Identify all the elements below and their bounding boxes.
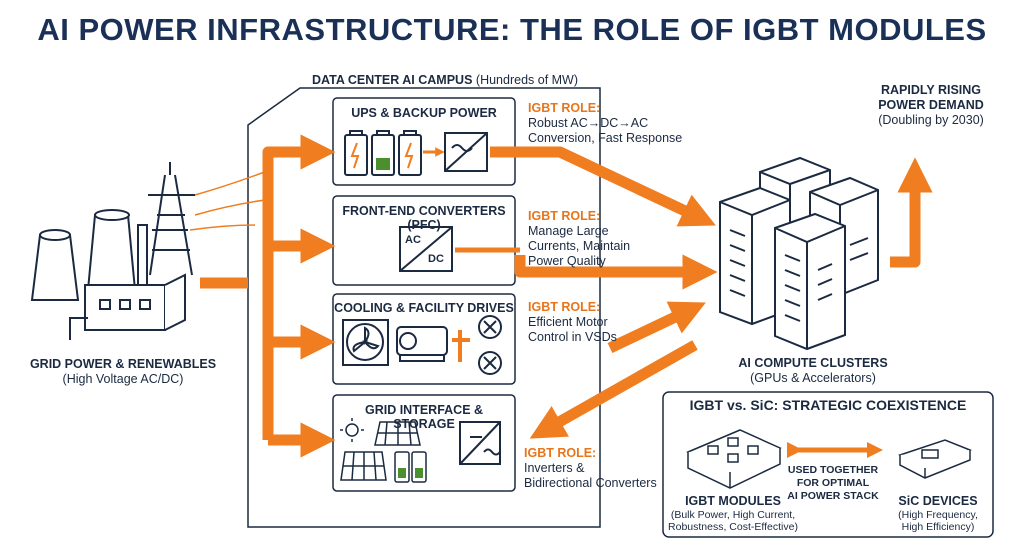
- flow-arrows: [200, 134, 933, 458]
- grid-subtitle: (High Voltage AC/DC): [62, 372, 184, 386]
- comparison-middle-line1: USED TOGETHER: [787, 464, 879, 476]
- comparison-middle-line3: AI POWER STACK: [787, 490, 879, 502]
- igbt-line1: (Bulk Power, High Current,: [670, 509, 796, 521]
- solar-panel-icon: [340, 418, 427, 483]
- role-grid-line1: Inverters &: [524, 461, 585, 475]
- comparison-middle: USED TOGETHER FOR OPTIMAL AI POWER STACK: [778, 464, 888, 503]
- role-ups-label: IGBT ROLE:: [528, 101, 601, 115]
- motor-icon: [396, 315, 502, 375]
- ac-dc-converter-icon: [399, 226, 453, 272]
- stage-title-pfc: FRONT-END CONVERTERS (PFC): [342, 204, 506, 232]
- demand-line1: RAPIDLY RISING: [880, 83, 982, 97]
- campus-frame: [247, 87, 601, 528]
- role-cooling-line1: Efficient Motor: [528, 315, 608, 329]
- dc-label: DC: [428, 253, 444, 265]
- stage-title-grid: GRID INTERFACE & STORAGE: [364, 403, 484, 431]
- comparison-middle-line2: FOR OPTIMAL: [796, 477, 870, 489]
- campus-label: DATA CENTER AI CAMPUS (Hundreds of MW): [312, 73, 578, 88]
- page-title: AI POWER INFRASTRUCTURE: THE ROLE OF IGB…: [37, 12, 987, 47]
- compute-title: AI COMPUTE CLUSTERS: [738, 356, 888, 370]
- stage-title-cooling: COOLING & FACILITY DRIVES: [334, 301, 514, 315]
- role-grid-line2: Bidirectional Converters: [524, 476, 657, 490]
- role-pfc-line1: Manage Large: [528, 224, 609, 238]
- stage-title-ups: UPS & BACKUP POWER: [351, 106, 497, 120]
- fan-icon: [342, 319, 389, 366]
- role-cooling-line2: Control in VSDs: [528, 330, 617, 344]
- igbt-title: IGBT MODULES: [685, 494, 781, 508]
- inverter-icon: [459, 421, 501, 465]
- role-cooling: IGBT ROLE: Efficient Motor Control in VS…: [528, 300, 617, 345]
- ac-label: AC: [405, 234, 421, 246]
- campus-subtitle: (Hundreds of MW): [475, 73, 579, 87]
- sic-label: SiC DEVICES (High Frequency, High Effici…: [888, 494, 988, 533]
- compute-label: AI COMPUTE CLUSTERS (GPUs & Accelerators…: [718, 356, 908, 386]
- grid-title: GRID POWER & RENEWABLES: [29, 357, 217, 371]
- role-pfc: IGBT ROLE: Manage Large Currents, Mainta…: [528, 209, 630, 269]
- grid-label: GRID POWER & RENEWABLES (High Voltage AC…: [18, 357, 228, 387]
- role-ups: IGBT ROLE: Robust AC→DC→AC Conversion, F…: [528, 101, 682, 146]
- comparison-panel: [662, 391, 994, 538]
- demand-subtitle: (Doubling by 2030): [878, 113, 984, 127]
- sic-title: SiC DEVICES: [898, 494, 978, 508]
- campus-title: DATA CENTER AI CAMPUS: [312, 73, 473, 87]
- role-cooling-label: IGBT ROLE:: [528, 300, 601, 314]
- sic-line2: High Efficiency): [901, 521, 975, 533]
- demand-label: RAPIDLY RISING POWER DEMAND (Doubling by…: [846, 83, 1016, 128]
- role-pfc-line3: Power Quality: [528, 254, 606, 268]
- compute-subtitle: (GPUs & Accelerators): [750, 371, 876, 385]
- power-plant-icon: [30, 209, 186, 340]
- comparison-title: IGBT vs. SiC: STRATEGIC COEXISTENCE: [689, 397, 967, 413]
- role-pfc-label: IGBT ROLE:: [528, 209, 601, 223]
- demand-line2: POWER DEMAND: [878, 98, 984, 112]
- role-grid-label: IGBT ROLE:: [524, 446, 597, 460]
- role-ups-line2: Conversion, Fast Response: [528, 131, 683, 145]
- transmission-tower-icon: [148, 162, 271, 276]
- igbt-module-icon: [686, 429, 782, 489]
- sic-device-icon: [898, 439, 973, 479]
- role-ups-line1: Robust AC→DC→AC: [528, 116, 649, 130]
- server-rack-icon: [719, 156, 879, 351]
- battery-icon: [344, 130, 488, 176]
- sic-line1: (High Frequency,: [898, 509, 978, 521]
- role-pfc-line2: Currents, Maintain: [528, 239, 631, 253]
- igbt-label: IGBT MODULES (Bulk Power, High Current, …: [668, 494, 798, 533]
- stage-connector-cooling: [452, 330, 470, 362]
- igbt-line2: Robustness, Cost-Effective): [668, 521, 798, 533]
- role-grid: IGBT ROLE: Inverters & Bidirectional Con…: [524, 446, 657, 491]
